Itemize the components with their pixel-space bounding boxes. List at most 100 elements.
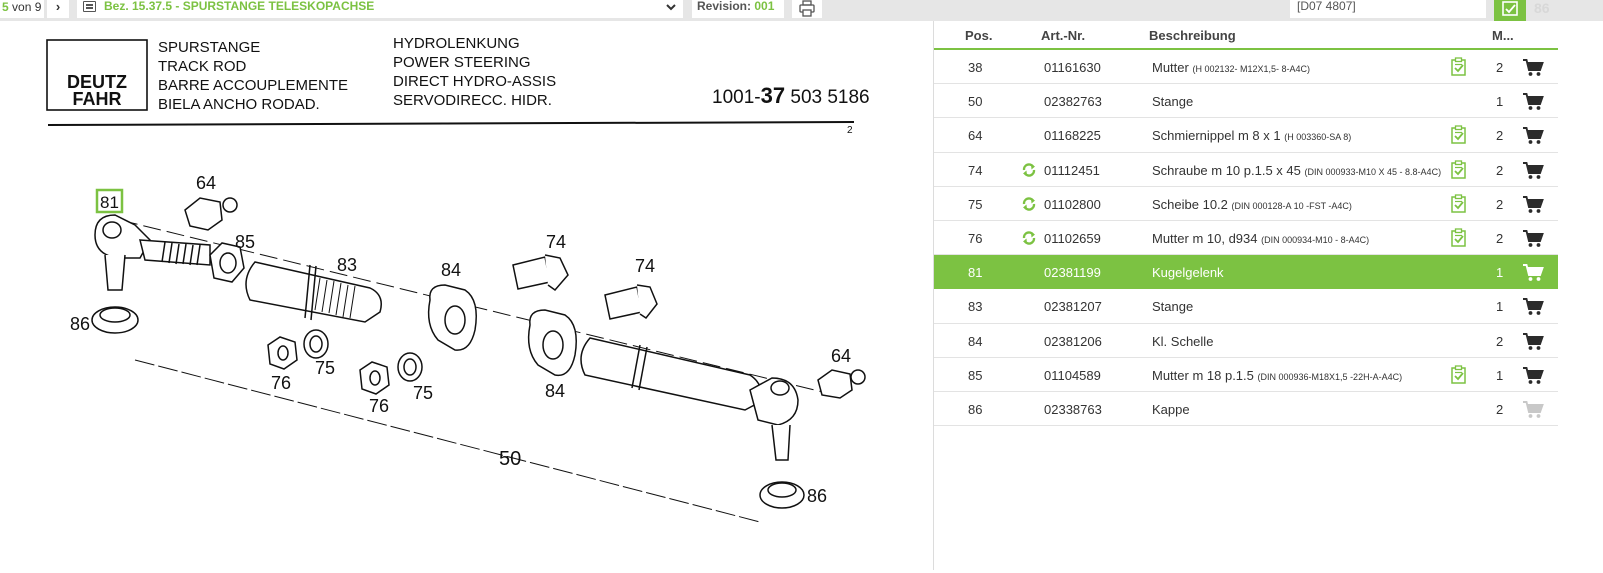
grease-nipple-64-right-head — [850, 369, 866, 385]
print-button[interactable] — [792, 0, 822, 18]
washer-75-left-hole — [309, 335, 323, 353]
callout-85[interactable]: 85 — [235, 232, 255, 252]
clipboard-check-icon[interactable] — [1450, 159, 1468, 179]
cell-qty: 2 — [1496, 401, 1504, 417]
callout-74-right[interactable]: 74 — [635, 256, 655, 276]
nut-76-right-hole — [369, 370, 381, 386]
cart-icon[interactable] — [1522, 332, 1544, 351]
description-text: Scheibe 10.2 — [1152, 196, 1228, 212]
cell-art-nr: 02338763 — [1044, 401, 1102, 417]
document-select[interactable]: Bez. 15.37.5 - SPURSTANGE TELESKOPACHSE — [77, 0, 683, 18]
replacement-icon[interactable] — [1021, 196, 1037, 212]
cell-art-nr: 01161630 — [1044, 60, 1101, 75]
description-text: Kl. Schelle — [1152, 333, 1214, 349]
column-header-pos[interactable]: Pos. — [965, 28, 993, 43]
brand-line-2: FAHR — [73, 89, 122, 109]
title-rule — [47, 121, 855, 126]
clipboard-check-icon[interactable] — [1450, 57, 1468, 76]
cell-qty: 2 — [1496, 230, 1504, 246]
cart-icon[interactable] — [1522, 58, 1544, 77]
callout-83[interactable]: 83 — [337, 255, 357, 275]
callout-64-left[interactable]: 64 — [196, 173, 216, 193]
replacement-icon[interactable] — [1021, 230, 1037, 246]
callout-74-left[interactable]: 74 — [546, 232, 566, 252]
callout-86-right[interactable]: 86 — [807, 486, 827, 506]
cart-icon[interactable] — [1522, 92, 1544, 111]
cart-icon[interactable] — [1522, 263, 1544, 282]
counter-badge[interactable]: 86 — [1530, 0, 1560, 21]
cell-art-nr: 02381206 — [1044, 333, 1102, 349]
subtitle-de: HYDROLENKUNG — [393, 35, 520, 52]
clipboard-check-icon[interactable] — [1450, 194, 1468, 213]
callout-numbers: 64 81 85 83 84 74 74 86 76 75 76 75 84 6… — [70, 173, 851, 506]
cell-qty: 2 — [1496, 60, 1504, 75]
bolt-74-left — [512, 256, 551, 290]
callout-86-left[interactable]: 86 — [70, 314, 90, 334]
brand-logo-box — [46, 39, 148, 111]
right-joint-stud — [771, 424, 791, 461]
document-list-icon — [83, 1, 96, 12]
replacement-icon[interactable] — [1021, 162, 1037, 178]
left-joint-hole — [102, 221, 122, 239]
next-page-button[interactable]: › — [47, 0, 69, 18]
callout-64-right[interactable]: 64 — [831, 346, 851, 366]
column-header-qty[interactable]: M... — [1492, 28, 1514, 43]
callout-75-left[interactable]: 75 — [315, 358, 335, 378]
callout-50[interactable]: 50 — [499, 448, 521, 470]
callout-76-right[interactable]: 76 — [369, 396, 389, 416]
tube-50-break-1 — [631, 344, 641, 389]
grease-nipple-64-left — [184, 197, 223, 231]
callout-84-bottom[interactable]: 84 — [545, 381, 565, 401]
search-input[interactable]: [D07 4807] — [1290, 0, 1486, 18]
cart-icon[interactable] — [1522, 126, 1544, 145]
counter-badge-text: 86 — [1534, 0, 1550, 16]
scrollbar[interactable] — [1558, 21, 1568, 570]
callout-76-left[interactable]: 76 — [271, 373, 291, 393]
left-ball-joint — [94, 214, 151, 259]
cart-icon[interactable] — [1522, 297, 1544, 316]
cell-qty: 1 — [1496, 94, 1504, 110]
cell-pos: 84 — [968, 333, 983, 349]
description-text: Mutter m 18 p.1.5 — [1152, 367, 1254, 383]
callout-75-right[interactable]: 75 — [413, 383, 433, 403]
column-header-art[interactable]: Art.-Nr. — [1041, 28, 1086, 43]
cart-icon[interactable] — [1522, 229, 1544, 248]
clipboard-check-icon[interactable] — [1450, 228, 1468, 247]
confirm-button[interactable] — [1494, 0, 1526, 21]
nut-76-left-hole — [277, 345, 289, 361]
track-rod-assembly — [91, 197, 866, 523]
callout-84-top[interactable]: 84 — [441, 260, 461, 280]
left-joint-stud — [104, 254, 126, 291]
clipboard-check-icon[interactable] — [1450, 365, 1468, 384]
title-names-right: HYDROLENKUNG POWER STEERING DIRECT HYDRO… — [393, 35, 556, 109]
cell-pos: 50 — [968, 94, 983, 110]
cart-icon[interactable] — [1522, 161, 1544, 180]
callout-81[interactable]: 81 — [100, 193, 119, 212]
left-cap-inner — [99, 307, 131, 323]
drawing-part-number: 1001-37 503 5186 — [712, 83, 870, 108]
clamp-84-right-hole — [542, 330, 564, 360]
description-text: Stange — [1152, 299, 1194, 315]
cart-icon[interactable] — [1522, 366, 1544, 385]
dimension-line-50 — [134, 359, 761, 523]
cart-icon[interactable] — [1522, 195, 1544, 214]
column-header-desc[interactable]: Beschreibung — [1149, 28, 1236, 43]
position-81-highlight[interactable] — [95, 188, 124, 214]
tube-break-1 — [304, 264, 311, 319]
cell-description: Kugelgelenk — [1152, 265, 1224, 280]
clipboard-check-icon[interactable] — [1450, 125, 1468, 145]
bolt-74-left-head — [544, 254, 569, 292]
revision-value: 001 — [754, 0, 775, 13]
